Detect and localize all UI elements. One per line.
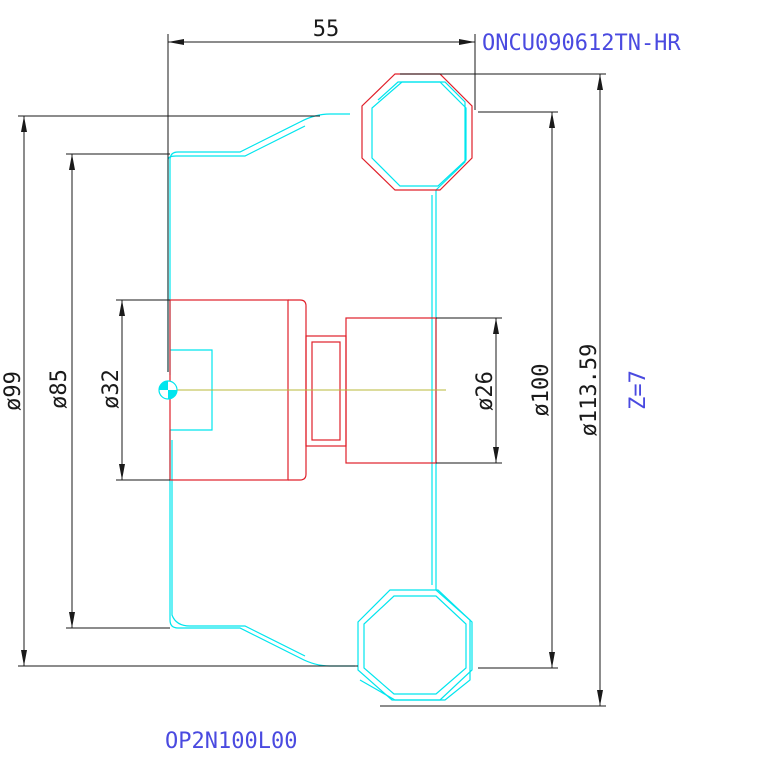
- lower-insert-pocket: [359, 589, 471, 701]
- dim-label-100: ø100: [529, 364, 554, 417]
- dim-label-85: ø85: [47, 369, 72, 409]
- dim-label-26: ø26: [473, 371, 498, 411]
- dimension-lines: [18, 34, 606, 707]
- upper-insert-pocket: [377, 81, 466, 191]
- body-lower-profile: [169, 430, 355, 667]
- lower-insert-cyan: [357, 589, 473, 701]
- lower-insert-cyan-inner: [363, 595, 467, 695]
- dim-label-55: 55: [313, 17, 340, 42]
- dim-label-99: ø99: [1, 371, 26, 411]
- teeth-count-label: Z=7: [626, 370, 651, 410]
- body-upper-profile-inner: [167, 125, 306, 372]
- dim-label-113: ø113.59: [577, 344, 602, 437]
- upper-insert-red: [361, 73, 473, 191]
- cutter-body-outline: [167, 81, 471, 701]
- inserts: [357, 73, 473, 701]
- body-lower-profile-inner: [171, 440, 306, 657]
- origin-marker: [158, 380, 178, 400]
- upper-insert-cyan: [371, 81, 467, 187]
- insert-code-label: ONCU090612TN-HR: [482, 31, 681, 56]
- arbor-neck-inner: [311, 341, 341, 441]
- dimension-arrows: [21, 39, 603, 706]
- dim-label-32: ø32: [99, 369, 124, 409]
- tool-code-label: OP2N100L00: [165, 729, 297, 754]
